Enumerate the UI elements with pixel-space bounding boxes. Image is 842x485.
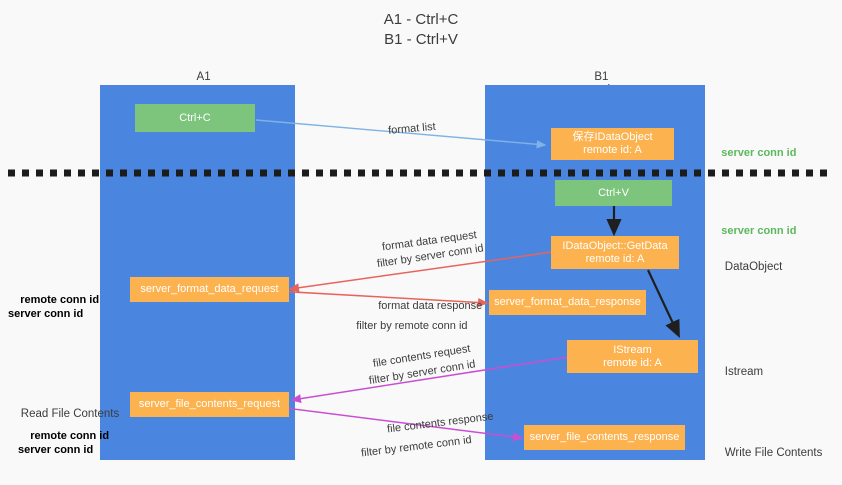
page-title: A1 - Ctrl+C B1 - Ctrl+V: [0, 10, 842, 50]
edge-label-format-data-response-filter: filter by remote conn id: [344, 305, 468, 347]
right-label-istream-text: Istream: [724, 366, 764, 378]
filter-key-server-conn-id: server conn id: [406, 358, 477, 381]
column-header-a1-name: A1: [196, 71, 211, 83]
edge-label-format-list-text: format list: [387, 120, 437, 137]
box-istream-line2: remote id: A: [603, 356, 662, 369]
right-label-server-conn-id-top: server conn id: [709, 132, 796, 174]
filter-prefix: filter by: [360, 442, 401, 460]
box-idataobject-getdata-line1: IDataObject::GetData: [562, 239, 668, 252]
box-ctrl-c[interactable]: Ctrl+C: [135, 104, 255, 132]
box-server-format-data-response-label: server_format_data_response: [494, 296, 641, 308]
right-label-server-conn-id-mid-text: server conn id: [721, 225, 797, 237]
box-server-file-contents-response[interactable]: server_file_contents_response: [524, 425, 685, 450]
right-label-server-conn-id-top-text: server conn id: [721, 147, 797, 159]
left-label-server-conn-id-2: server conn id: [18, 444, 94, 456]
filter-key-server-conn-id: server conn id: [414, 242, 485, 265]
box-save-idataobject-line2: remote id: A: [583, 144, 642, 156]
box-ctrl-v-label: Ctrl+V: [598, 186, 629, 199]
box-server-file-contents-response-label: server_file_contents_response: [529, 431, 680, 443]
left-label-remote-conn-id-1: remote conn id: [20, 294, 100, 306]
filter-prefix: filter by: [368, 369, 409, 388]
box-server-format-data-request[interactable]: server_format_data_request: [130, 277, 289, 302]
right-label-istream: Istream: [712, 350, 763, 395]
box-idataobject-getdata-line2: remote id: A: [585, 252, 645, 265]
left-label-conn-ids-1: remote conn id server conn id: [8, 279, 99, 335]
left-label-read-file-contents: Read File Contents: [8, 392, 119, 437]
right-label-dataobject-text: DataObject: [724, 261, 783, 273]
filter-prefix: filter by: [376, 252, 417, 271]
left-label-conn-ids-2: remote conn id server conn id: [18, 415, 109, 471]
box-ctrl-c-label: Ctrl+C: [179, 111, 211, 124]
box-istream[interactable]: IStream remote id: A: [567, 340, 698, 373]
right-label-write-file-contents: Write File Contents: [712, 431, 823, 476]
box-server-file-contents-request-label: server_file_contents_request: [138, 398, 281, 410]
box-server-format-data-request-label: server_format_data_request: [140, 283, 279, 295]
edge-label-format-list: format list: [374, 106, 437, 153]
left-label-server-conn-id-1: server conn id: [8, 308, 84, 320]
box-idataobject-getdata[interactable]: IDataObject::GetData remote id: A: [551, 236, 679, 269]
box-istream-line1: IStream: [613, 343, 652, 356]
edge-label-format-data-response-text: format data response: [378, 300, 483, 312]
box-server-format-data-response[interactable]: server_format_data_response: [489, 290, 646, 315]
right-label-server-conn-id-mid: server conn id: [709, 210, 796, 252]
box-save-idataobject[interactable]: 保存IDataObject remote id: A: [551, 128, 674, 160]
left-label-remote-conn-id-2: remote conn id: [30, 430, 110, 442]
edge-label-format-data-response: format data response: [366, 285, 482, 327]
title-line-1: A1 - Ctrl+C: [383, 11, 459, 28]
box-server-file-contents-request[interactable]: server_file_contents_request: [130, 392, 289, 417]
edge-label-file-contents-response-filter: filter by remote conn id: [346, 419, 474, 476]
filter-key-remote-conn-id: remote conn id: [394, 320, 468, 332]
box-save-idataobject-line1: 保存IDataObject: [572, 131, 653, 143]
column-header-b1-name: B1: [594, 71, 609, 83]
filter-key-remote-conn-id: remote conn id: [398, 433, 473, 455]
filter-prefix: filter by: [356, 320, 395, 332]
right-label-write-file-contents-text: Write File Contents: [724, 447, 823, 459]
right-label-dataobject: DataObject: [712, 245, 783, 290]
box-ctrl-v[interactable]: Ctrl+V: [555, 180, 672, 206]
left-label-read-file-contents-text: Read File Contents: [20, 408, 120, 420]
title-line-2: B1 - Ctrl+V: [384, 31, 458, 48]
